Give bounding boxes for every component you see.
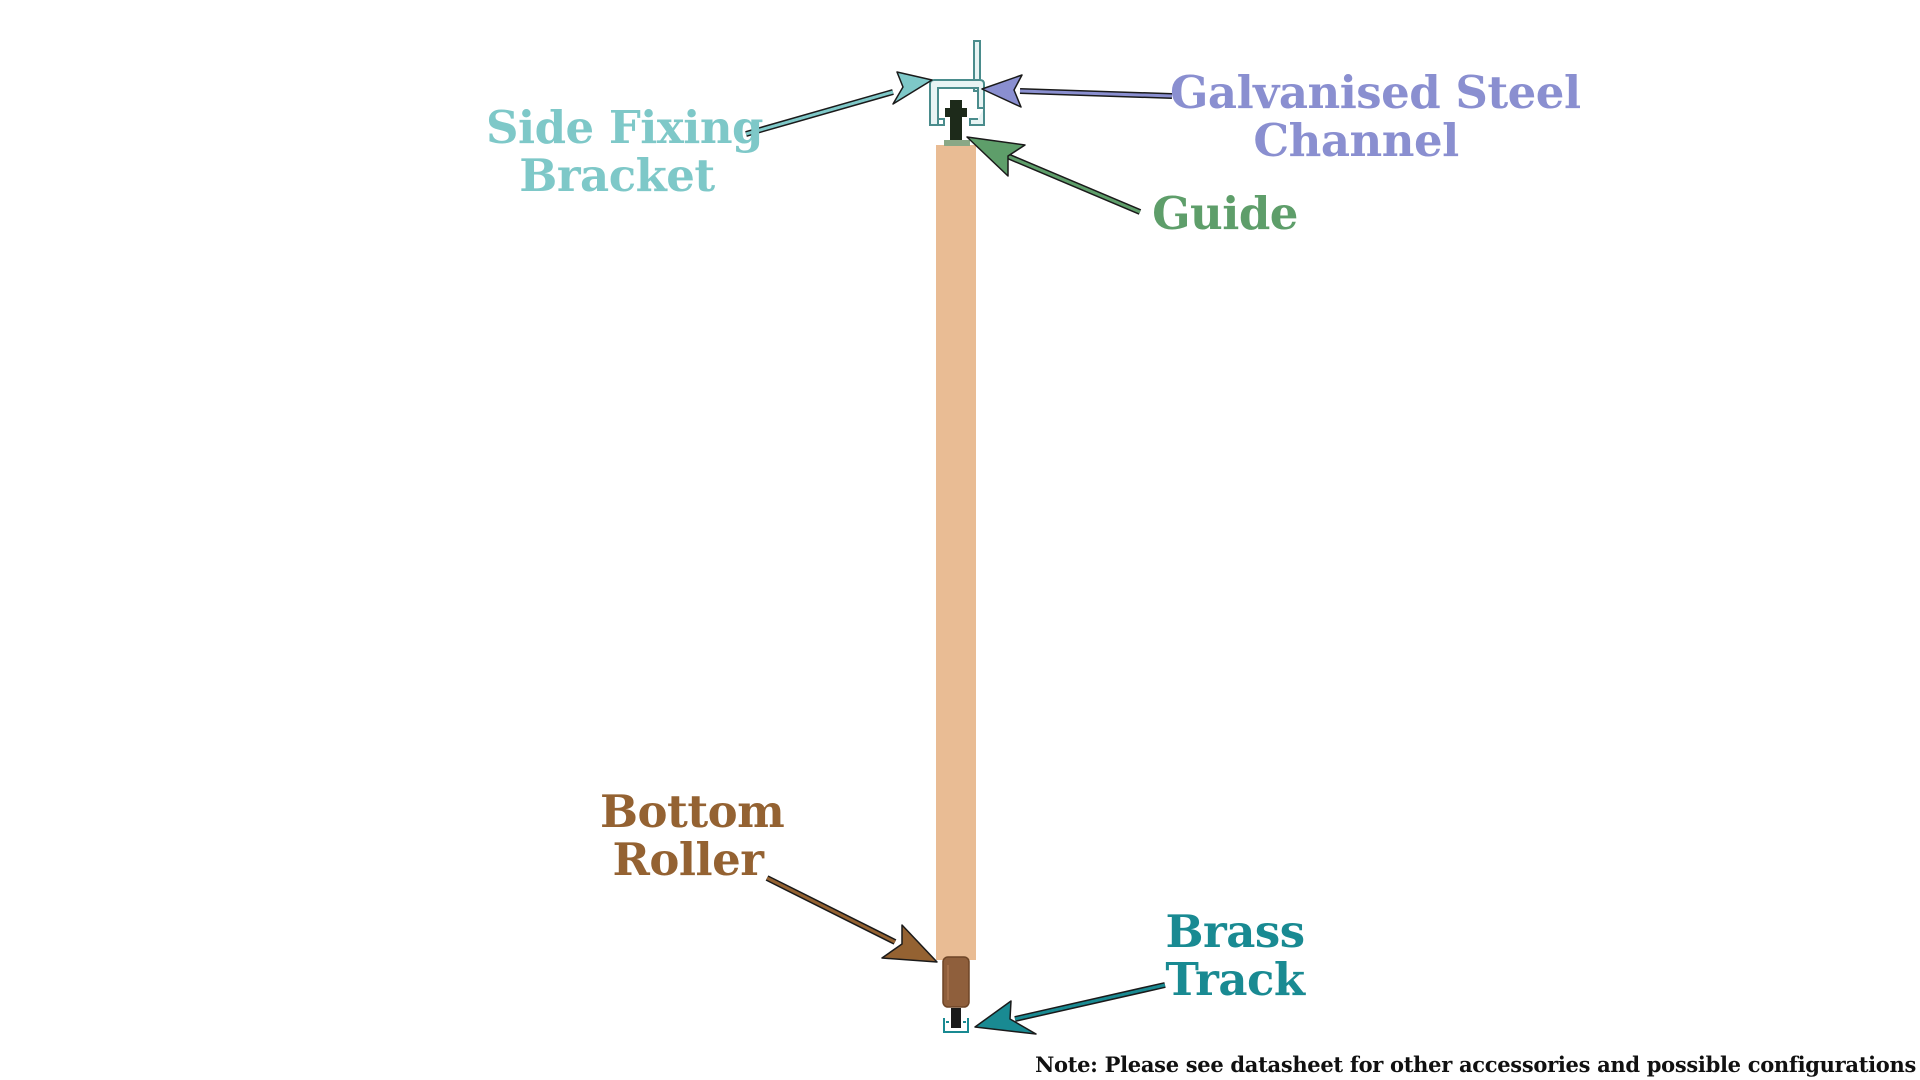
configuration-note: Note: Please see datasheet for other acc… [1035, 1052, 1916, 1077]
brass-track-arrow [974, 982, 1166, 1035]
bottom-roller-assembly [942, 956, 970, 1028]
bottom-roller [942, 956, 970, 1008]
brass-track [943, 1018, 969, 1033]
brass-track-label-line2: Track [1165, 953, 1305, 1006]
side-fixing-bracket-label-line1: Side Fixing [486, 101, 764, 154]
brass-track-label-line1: Brass [1165, 905, 1305, 958]
bottom-roller-label: Bottom Roller [600, 785, 785, 886]
guide-label: Guide [1150, 190, 1300, 238]
bottom-roller-arrow [765, 875, 938, 963]
galvanised-steel-channel-label-line1: Galvanised Steel [1170, 66, 1581, 119]
guide-arrow [966, 136, 1142, 215]
bottom-roller-label-line2: Roller [612, 833, 764, 886]
galvanised-steel-channel-label: Galvanised Steel Channel [1170, 66, 1581, 167]
brass-track-label: Brass Track [1160, 908, 1310, 1004]
top-channel-assembly [929, 40, 985, 146]
side-fixing-bracket-label: Side Fixing Bracket [486, 101, 764, 202]
galvanised-steel-channel-label-line2: Channel [1253, 114, 1459, 167]
door-panel [936, 145, 976, 960]
galvanised-steel-channel-arrow [981, 74, 1173, 108]
guide-label-line1: Guide [1152, 187, 1298, 240]
guide-part [945, 100, 967, 140]
side-fixing-bracket-label-line2: Bracket [519, 149, 715, 202]
side-fixing-bracket-arrow [745, 71, 933, 137]
bottom-roller-label-line1: Bottom [600, 785, 785, 838]
